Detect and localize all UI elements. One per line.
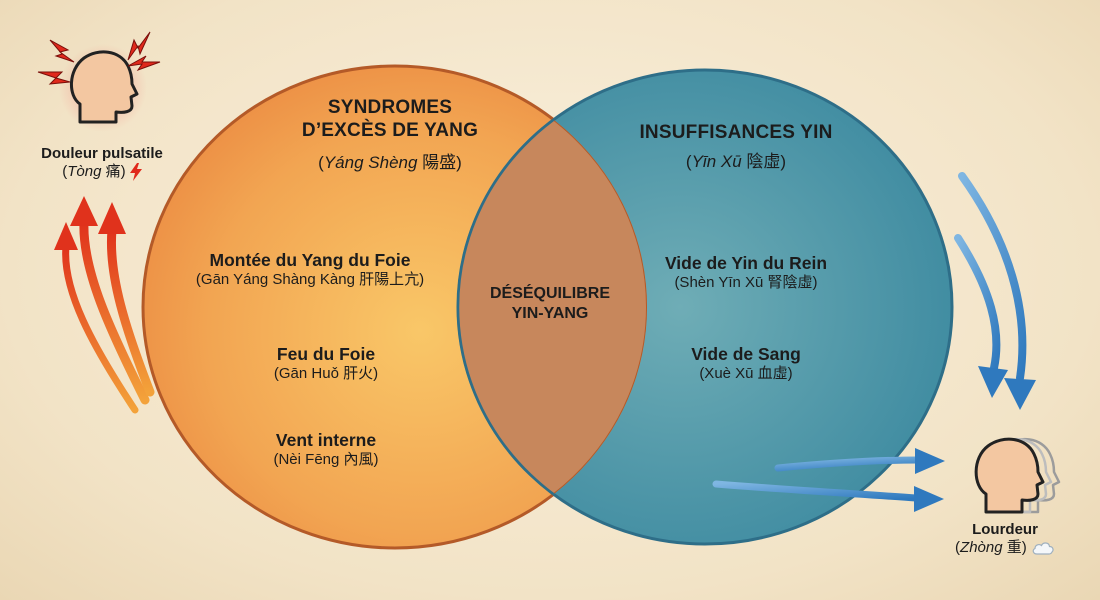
yang-item-liver-yang: Montée du Yang du Foie (Gān Yáng Shàng K… <box>195 250 425 289</box>
lightning-icon <box>129 163 142 182</box>
yin-subtitle: (Yīn Xū 陰虛) <box>685 152 787 171</box>
pain-label: Douleur pulsatile (Tòng 痛) <box>41 145 163 182</box>
yang-title: SYNDROMES D’EXCÈS DE YANG <box>301 97 479 142</box>
yin-title: INSUFFISANCES YIN <box>639 122 833 143</box>
overlap-region <box>458 70 647 544</box>
yang-subtitle: (Yáng Shèng 陽盛) <box>318 153 462 172</box>
heaviness-label: Lourdeur (Zhòng 重) <box>930 521 1080 558</box>
yin-item-kidney-yin: Vide de Yin du Rein (Shèn Yīn Xū 腎陰虛) <box>664 253 828 292</box>
yin-item-blood-deficiency: Vide de Sang (Xuè Xū 血虛) <box>691 344 801 383</box>
cloud-icon <box>1032 542 1054 555</box>
pain-arrows <box>54 196 155 414</box>
heaviness-arrows <box>712 172 1036 512</box>
yang-item-internal-wind: Vent interne (Nèi Fēng 內風) <box>273 430 379 469</box>
yang-item-liver-fire: Feu du Foie (Gān Huǒ 肝火) <box>273 344 379 383</box>
overlap-label: DÉSÉQUILIBRE YIN-YANG <box>489 285 610 322</box>
pain-burst-icon <box>37 31 161 85</box>
throbbing-head-icon <box>37 31 161 132</box>
heavy-head-icon <box>974 437 1061 514</box>
